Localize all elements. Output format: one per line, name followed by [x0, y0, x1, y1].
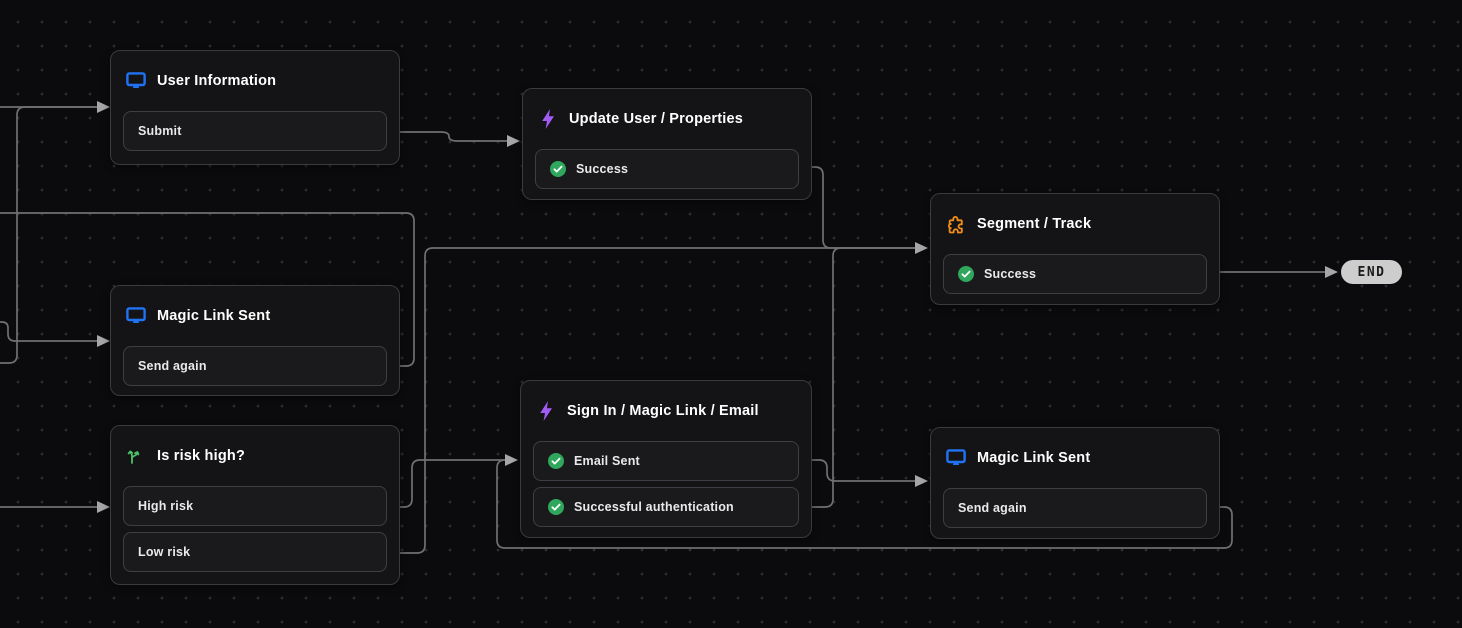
node-segment-track[interactable]: Segment / Track Success [930, 193, 1220, 305]
node-title: Magic Link Sent [977, 450, 1091, 466]
edge-high-risk-to-sign-in[interactable] [386, 459, 506, 508]
node-header: Update User / Properties [523, 89, 811, 149]
node-output-row-submit[interactable]: Submit [123, 111, 387, 151]
edge-send-again-right-to-sign-in[interactable] [496, 459, 1233, 549]
node-header: Segment / Track [931, 194, 1219, 254]
edge-auth-to-segment[interactable] [797, 247, 916, 508]
node-title: User Information [157, 73, 277, 89]
node-output-row-success[interactable]: Success [943, 254, 1207, 294]
node-user-information[interactable]: User Information Submit [110, 50, 400, 165]
node-header: Magic Link Sent [111, 286, 399, 346]
arrowhead [505, 454, 518, 466]
arrowhead [915, 242, 928, 254]
node-title: Update User / Properties [569, 111, 744, 127]
success-icon [548, 499, 564, 515]
node-magic-link-sent-left[interactable]: Magic Link Sent Send again [110, 285, 400, 396]
edge-email-sent-to-magic-link[interactable] [797, 459, 916, 482]
success-icon [550, 161, 566, 177]
row-label: High risk [138, 499, 194, 513]
arrowhead [507, 135, 520, 147]
edge-into-magic-link-sent-left[interactable] [0, 321, 98, 342]
node-output-row-high-risk[interactable]: High risk [123, 486, 387, 526]
row-label: Successful authentication [574, 500, 734, 514]
screen-icon [946, 448, 966, 468]
node-header: Sign In / Magic Link / Email [521, 381, 811, 441]
success-icon [958, 266, 974, 282]
node-sign-in-magic-link-email[interactable]: Sign In / Magic Link / Email Email Sent … [520, 380, 812, 538]
node-output-row-success[interactable]: Success [535, 149, 799, 189]
lightning-icon [538, 109, 558, 129]
node-output-row-send-again[interactable]: Send again [943, 488, 1207, 528]
node-is-risk-high[interactable]: Is risk high? High risk Low risk [110, 425, 400, 585]
row-label: Success [984, 267, 1037, 281]
row-label: Send again [958, 501, 1027, 515]
edge-low-risk-to-segment[interactable] [386, 247, 916, 554]
screen-icon [126, 306, 146, 326]
node-header: User Information [111, 51, 399, 111]
edge-submit-to-update-user[interactable] [386, 131, 508, 142]
node-output-row-email-sent[interactable]: Email Sent [533, 441, 799, 481]
arrowhead [97, 501, 110, 513]
node-header: Magic Link Sent [931, 428, 1219, 488]
end-label: END [1357, 264, 1386, 280]
node-title: Segment / Track [977, 216, 1092, 232]
lightning-icon [536, 401, 556, 421]
puzzle-icon [946, 214, 966, 234]
edge-send-again-left-offscreen[interactable] [0, 212, 415, 367]
row-label: Send again [138, 359, 207, 373]
node-output-row-low-risk[interactable]: Low risk [123, 532, 387, 572]
node-output-row-send-again[interactable]: Send again [123, 346, 387, 386]
node-title: Sign In / Magic Link / Email [567, 403, 759, 419]
row-label: Email Sent [574, 454, 640, 468]
success-icon [548, 453, 564, 469]
row-label: Low risk [138, 545, 191, 559]
row-label: Submit [138, 124, 182, 138]
node-update-user-properties[interactable]: Update User / Properties Success [522, 88, 812, 200]
row-label: Success [576, 162, 629, 176]
edge-update-success-to-segment[interactable] [796, 166, 916, 249]
arrowhead [1325, 266, 1338, 278]
node-output-row-successful-authentication[interactable]: Successful authentication [533, 487, 799, 527]
screen-icon [126, 71, 146, 91]
end-node[interactable]: END [1341, 260, 1402, 284]
node-magic-link-sent-right[interactable]: Magic Link Sent Send again [930, 427, 1220, 539]
arrowhead [97, 335, 110, 347]
arrowhead [915, 475, 928, 487]
branch-icon [126, 446, 146, 466]
node-header: Is risk high? [111, 426, 399, 486]
arrowhead [97, 101, 110, 113]
node-title: Magic Link Sent [157, 308, 271, 324]
node-title: Is risk high? [157, 448, 246, 464]
edge-into-user-information-2[interactable] [0, 106, 98, 364]
